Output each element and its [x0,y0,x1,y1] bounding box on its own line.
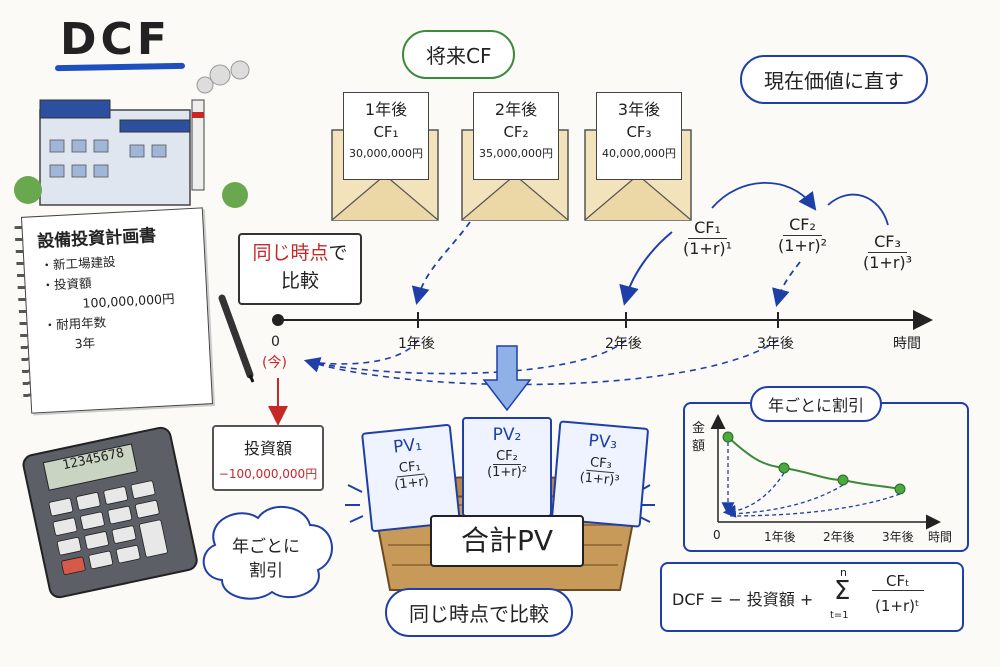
formula-den: (1+r)ᵗ [875,597,920,615]
future-cf-pill: 将来CF [402,30,516,79]
timeline-origin-dot [272,314,284,326]
timeline-zero-label: 0 [271,334,280,350]
arrow-env1-to-t1 [411,221,471,305]
cloud-text: 年ごとに 割引 [232,535,300,583]
envelope-2-amount: 35,000,000円 [479,147,553,160]
pv-2-num: CF₂ [493,449,521,465]
present-value-pill: 現在価値に直す [740,55,928,104]
pv-card-2: PV₂ CF₂(1+r)² [462,417,552,517]
mini-chart-xtick-1: 1年後 [764,530,796,544]
pv-2-title: PV₂ [492,425,522,445]
discount-frac-3: CF₃ (1+r)³ [863,232,912,273]
timeline-end-label: 時間 [893,336,921,352]
arrow-cf2-to-cf3 [827,193,889,226]
compare-de: で [328,242,348,264]
arrow-back-to-now-2 [309,339,627,375]
envelope-1-cf: CF₁ [373,123,399,141]
mini-chart-xlabel: 時間 [928,530,953,544]
formula-sum-top: n [840,566,847,579]
frac-1-num: CF₁ [688,218,727,239]
pv-card-3: PV₃ CF₃(1+r)³ [550,420,650,528]
envelope-1-amount: 30,000,000円 [349,147,423,160]
cloud-line-2: 割引 [249,561,283,581]
discount-frac-2: CF₂ (1+r)² [778,215,827,256]
pv-1-den: (1+r) [393,474,430,493]
compare-box: 同じ時点で 比較 [238,233,362,305]
investment-box: 投資額 −100,000,000円 [212,425,324,491]
compare-same-point: 同じ時点 [252,242,329,264]
frac-2-den: (1+r)² [778,236,828,255]
envelope-card-1: 1年後 CF₁ 30,000,000円 [343,92,429,180]
mini-chart-ylabel: 金額 [692,421,706,454]
calculator-icon [22,426,198,599]
envelope-card-3: 3年後 CF₃ 40,000,000円 [596,92,682,180]
total-pv-label: 合計PV [430,515,584,567]
envelope-3-cf: CF₃ [626,123,652,141]
mini-chart-title: 年ごとに割引 [750,386,883,422]
pv-3-den: (1+r)³ [579,470,621,489]
envelope-3-year: 3年後 [617,100,661,119]
frac-3-num: CF₃ [868,232,907,253]
formula-lhs: DCF = − 投資額 + [672,590,814,609]
frac-2-num: CF₂ [783,215,822,236]
mini-chart-xtick-3: 3年後 [882,530,914,544]
mini-chart [710,414,941,530]
down-arrow-icon [482,345,532,412]
tick-label-1: 1年後 [398,336,435,352]
envelope-3-amount: 40,000,000円 [602,147,676,160]
pv-2-den: (1+r)² [487,465,527,480]
same-point-compare-pill: 同じ時点で比較 [385,588,573,637]
dcf-formula-box: DCF = − 投資額 + n Σ t=1 CFₜ (1+r)ᵗ [660,562,964,632]
cloud-shape [202,505,333,600]
factory-icon [14,60,250,208]
compare-hikaku: 比較 [280,270,319,292]
pv-3-title: PV₃ [587,430,618,454]
envelope-card-2: 2年後 CF₂ 35,000,000円 [473,92,559,180]
investment-plan-notebook: 設備投資計画書 ・新工場建設 ・投資額 100,000,000円 ・耐用年数 3… [14,207,214,414]
investment-label: 投資額 [243,439,292,458]
arrow-back-to-now-1 [303,339,779,386]
pen-icon [218,294,255,383]
mini-chart-xtick-0: 0 [713,528,721,542]
frac-1-den: (1+r)¹ [683,239,733,258]
investment-amount: −100,000,000円 [218,467,318,481]
timeline-now-label: (今) [262,355,287,371]
formula-num: CFₜ [872,572,924,591]
arrow-cf1-to-cf2 [711,181,817,211]
envelope-2-cf: CF₂ [503,123,529,141]
frac-3-den: (1+r)³ [863,253,913,272]
arrow-to-t2 [619,231,673,306]
envelope-1-year: 1年後 [364,100,408,119]
arrow-to-t3 [772,261,801,307]
arrow-back-to-now-3 [309,339,419,365]
discount-frac-1: CF₁ (1+r)¹ [683,218,732,259]
tick-label-2: 2年後 [605,336,642,352]
cloud-line-1: 年ごとに [232,537,300,557]
sigma-symbol: Σ [834,576,851,606]
envelope-2-year: 2年後 [494,100,538,119]
tick-label-3: 3年後 [757,336,794,352]
mini-chart-xtick-2: 2年後 [823,530,855,544]
formula-sum-bottom: t=1 [830,610,849,621]
page-title: DCF [60,14,171,65]
